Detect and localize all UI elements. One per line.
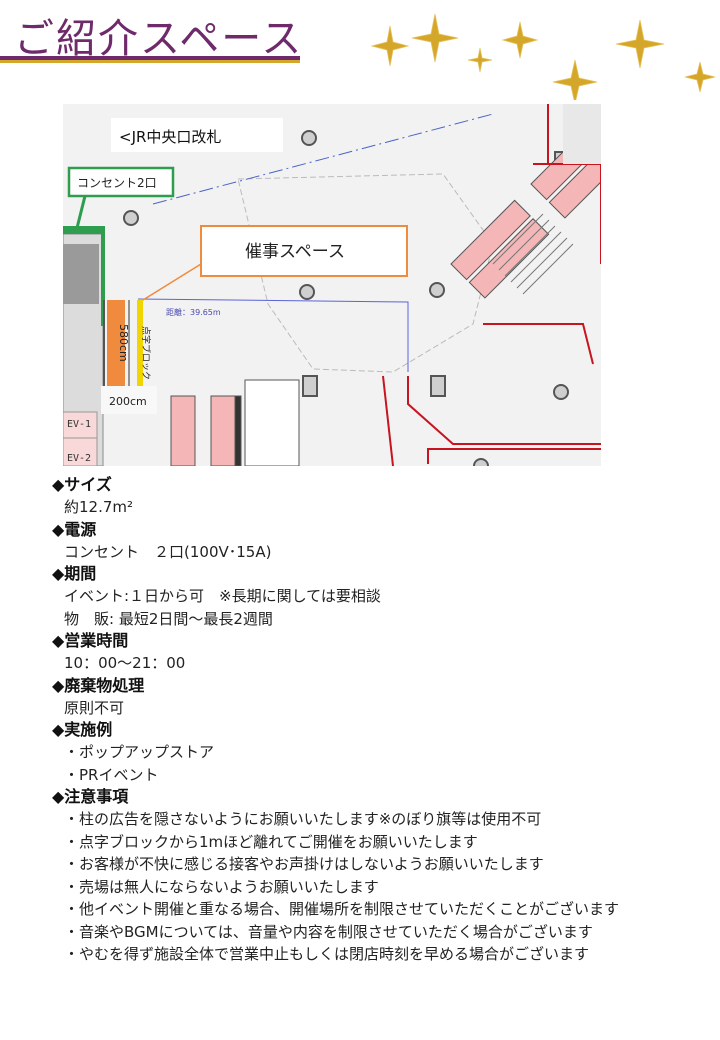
braille-block-strip	[137, 300, 143, 388]
section-line: 約12.7m²	[64, 498, 134, 516]
event-space-callout	[200, 225, 408, 277]
section-heading: ◆営業時間	[52, 631, 129, 650]
section-examples: ◆実施例 ・ポップアップストア ・PRイベント	[52, 719, 712, 786]
note-item: ・点字ブロックから1mほど離れてご開催をお願いいたします	[64, 832, 478, 851]
space-details: ◆サイズ 約12.7m² ◆電源 コンセント ２口(100V･15A) ◆期間 …	[52, 474, 712, 966]
section-heading: ◆電源	[52, 519, 97, 539]
outlet-callout	[67, 166, 175, 198]
section-heading: ◆期間	[52, 564, 97, 583]
section-period: ◆期間 イベント:１日から可 ※長期に関しては要相談 物 販: 最短2日間～最長…	[52, 563, 712, 630]
section-heading: ◆実施例	[52, 720, 113, 739]
section-hours: ◆営業時間 10：00～21：00	[52, 630, 712, 675]
title-underline-gold	[0, 60, 300, 63]
gate-label: <JR中央口改札	[119, 128, 221, 146]
section-heading: ◆廃棄物処理	[52, 675, 145, 695]
section-line: 原則不可	[64, 698, 125, 717]
braille-block-label: 点字ブロック	[140, 326, 152, 380]
event-space-area	[107, 300, 125, 388]
section-line: ・PRイベント	[64, 765, 159, 784]
section-line: ・ポップアップストア	[64, 743, 215, 761]
elevator-1-label: EV-1	[67, 419, 91, 430]
page-title: ご紹介スペース	[14, 16, 304, 62]
section-line: コンセント ２口(100V･15A)	[64, 542, 272, 561]
floor-map: EV-1 EV-2 点字ブロック 距離：39.65m 580cm 200cm	[63, 104, 601, 466]
note-item: ・他イベント開催と重なる場合、開催場所を制限させていただくことがございます	[64, 900, 620, 918]
sparkle-decoration-icon	[370, 13, 716, 100]
section-waste: ◆廃棄物処理 原則不可	[52, 675, 712, 720]
section-notes: ◆注意事項 ・柱の広告を隠さないようにお願いいたします※のぼり旗等は使用不可 ・…	[52, 786, 712, 966]
note-item: ・売場は無人にならないようお願いいたします	[64, 877, 379, 896]
elevator-2-label: EV-2	[67, 453, 91, 464]
note-item: ・やむを得ず施設全体で営業中止もしくは閉店時刻を早める場合がございます	[64, 945, 590, 963]
note-item: ・柱の広告を隠さないようにお願いいたします※のぼり旗等は使用不可	[64, 810, 542, 828]
event-space-label: 催事スペース	[245, 242, 345, 262]
section-line: 物 販: 最短2日間～最長2週間	[64, 609, 273, 628]
title-underline-purple	[0, 56, 300, 60]
note-item: ・音楽やBGMについては、音量や内容を制限させていただく場合がございます	[64, 922, 593, 941]
distance-label: 距離：39.65m	[166, 307, 221, 317]
width-dimension: 200cm	[109, 395, 147, 408]
page-header: ご紹介スペース	[0, 0, 720, 100]
section-power: ◆電源 コンセント ２口(100V･15A)	[52, 519, 712, 564]
height-dimension: 580cm	[117, 324, 130, 362]
section-line: イベント:１日から可 ※長期に関しては要相談	[64, 587, 381, 605]
section-heading: ◆サイズ	[52, 475, 112, 494]
outlet-marker	[63, 226, 103, 234]
floor-map-drawing: EV-1 EV-2 点字ブロック 距離：39.65m 580cm 200cm	[63, 104, 601, 466]
outlet-label: コンセント2口	[77, 176, 157, 190]
section-heading: ◆注意事項	[52, 787, 129, 806]
note-item: ・お客様が不快に感じる接客やお声掛けはしないようお願いいたします	[64, 855, 544, 873]
section-size: ◆サイズ 約12.7m²	[52, 474, 712, 519]
section-line: 10：00～21：00	[64, 654, 186, 672]
